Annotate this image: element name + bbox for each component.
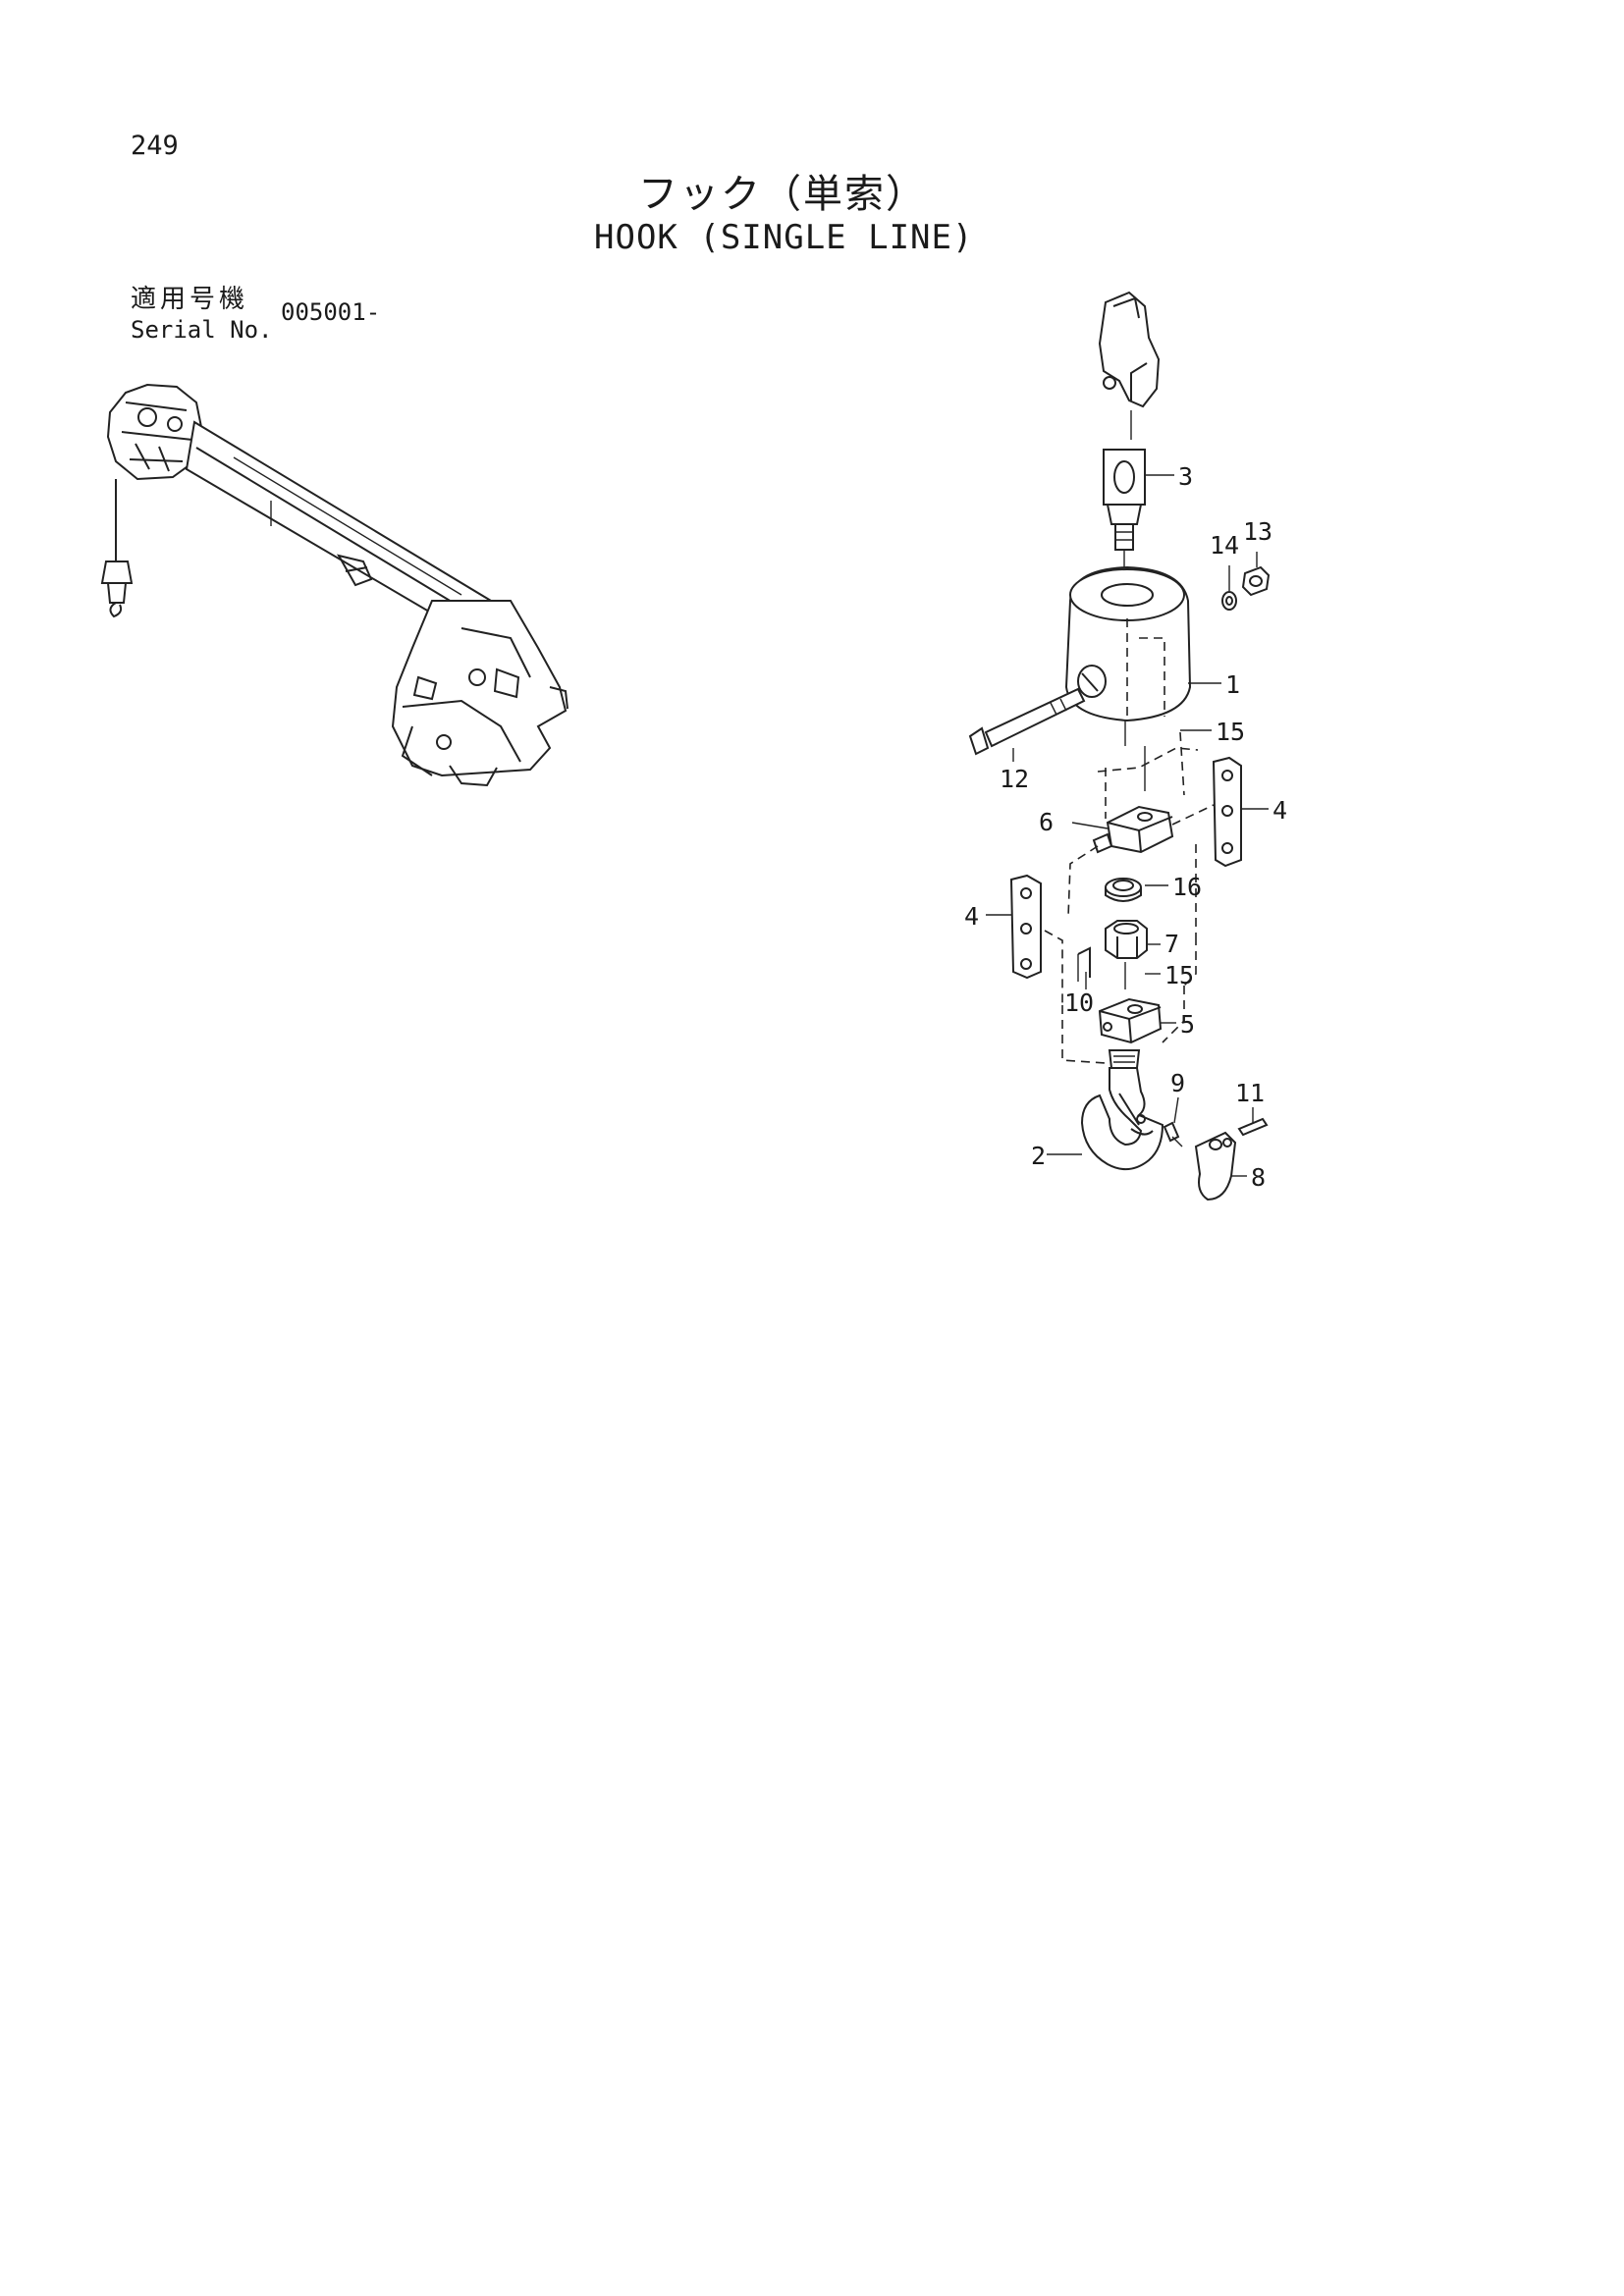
callout-1: 1 (1225, 670, 1240, 699)
callout-11: 11 (1235, 1079, 1265, 1107)
page-number: 249 (131, 131, 179, 161)
callout-4-right: 4 (1272, 796, 1287, 825)
callout-labels: 1 2 3 4 4 5 6 7 8 9 10 11 12 13 14 15 15… (964, 462, 1287, 1192)
callout-15-upper: 15 (1216, 718, 1245, 746)
page-title-english: HOOK (SINGLE LINE) (594, 218, 974, 257)
callout-13: 13 (1243, 517, 1272, 546)
serial-label-japanese: 適用号機 (131, 285, 249, 314)
callout-10: 10 (1064, 988, 1094, 1017)
crane-overview-illustration (100, 383, 568, 787)
callout-14: 14 (1210, 531, 1239, 560)
callout-7: 7 (1164, 930, 1179, 958)
callout-4-left: 4 (964, 902, 979, 931)
serial-label-english: Serial No. (131, 316, 273, 344)
callout-leader-lines (986, 474, 1269, 1177)
callout-3: 3 (1178, 462, 1193, 491)
callout-8: 8 (1251, 1163, 1266, 1192)
callout-12: 12 (1000, 765, 1029, 793)
callout-9: 9 (1170, 1069, 1185, 1097)
page-title-japanese: フック（単索） (638, 172, 927, 217)
callout-2: 2 (1031, 1142, 1046, 1170)
callout-6: 6 (1039, 808, 1054, 836)
callout-16: 16 (1172, 873, 1202, 901)
callout-15-lower: 15 (1164, 961, 1194, 989)
hook-assembly-exploded-view (968, 291, 1271, 1201)
callout-5: 5 (1180, 1010, 1195, 1039)
serial-number-value: 005001- (281, 298, 381, 326)
